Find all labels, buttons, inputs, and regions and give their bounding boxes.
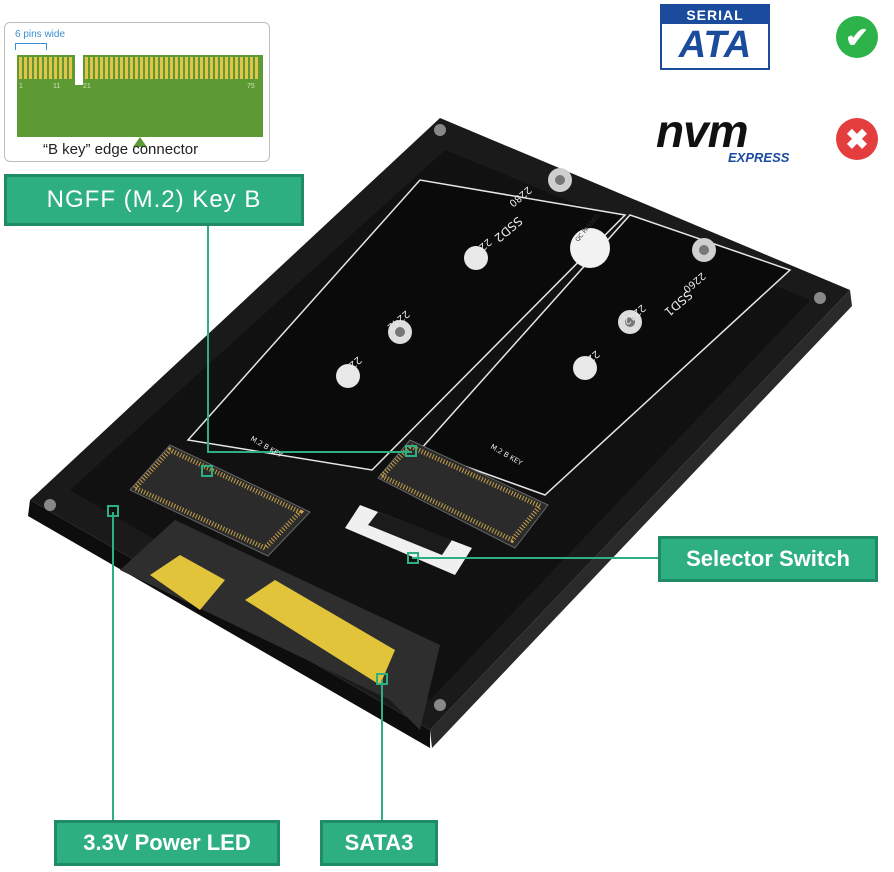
edge-pads-left <box>19 57 72 79</box>
mount-hole-2230-left <box>336 364 360 388</box>
serial-ata-logo-main: ATA <box>678 24 752 66</box>
callout-sata3: SATA3 <box>320 820 438 866</box>
edge-connector-caption: “B key” edge connector <box>43 141 199 158</box>
ssd1-area <box>418 214 792 496</box>
pins-width-label: 6 pins wide <box>15 29 66 40</box>
b-key-notch <box>75 55 83 85</box>
pin-number-75: 75 <box>247 83 255 90</box>
callout-power-led: 3.3V Power LED <box>54 820 280 866</box>
pin-number-21: 21 <box>83 83 91 90</box>
serial-ata-logo: SERIAL ATA <box>660 4 770 70</box>
cross-icon: ✖ <box>836 118 878 160</box>
ngff-leader-line <box>207 226 412 453</box>
callout-selector-switch: Selector Switch <box>658 536 878 582</box>
m2-connector-ssd2 <box>129 444 311 557</box>
callout-ngff-key-b: NGFF (M.2) Key B <box>4 174 304 226</box>
pins-width-bracket <box>15 43 47 50</box>
serial-ata-logo-top: SERIAL <box>662 6 768 24</box>
qc-badge <box>570 228 610 268</box>
b-key-edge-diagram: 6 pins wide 1 11 21 75 “B key” edge conn… <box>4 22 270 162</box>
check-icon: ✔ <box>836 16 878 58</box>
edge-pads-right <box>85 57 258 79</box>
pin-number-1: 1 <box>19 83 23 90</box>
mount-hole-2260-left <box>464 246 488 270</box>
mount-hole-2230-right <box>573 356 597 380</box>
key-pointer-icon <box>133 137 147 147</box>
nvm-express-subtext: EXPRESS <box>728 150 790 165</box>
nvm-express-logo: nvm <box>656 105 749 157</box>
pin-number-11: 11 <box>53 83 61 90</box>
